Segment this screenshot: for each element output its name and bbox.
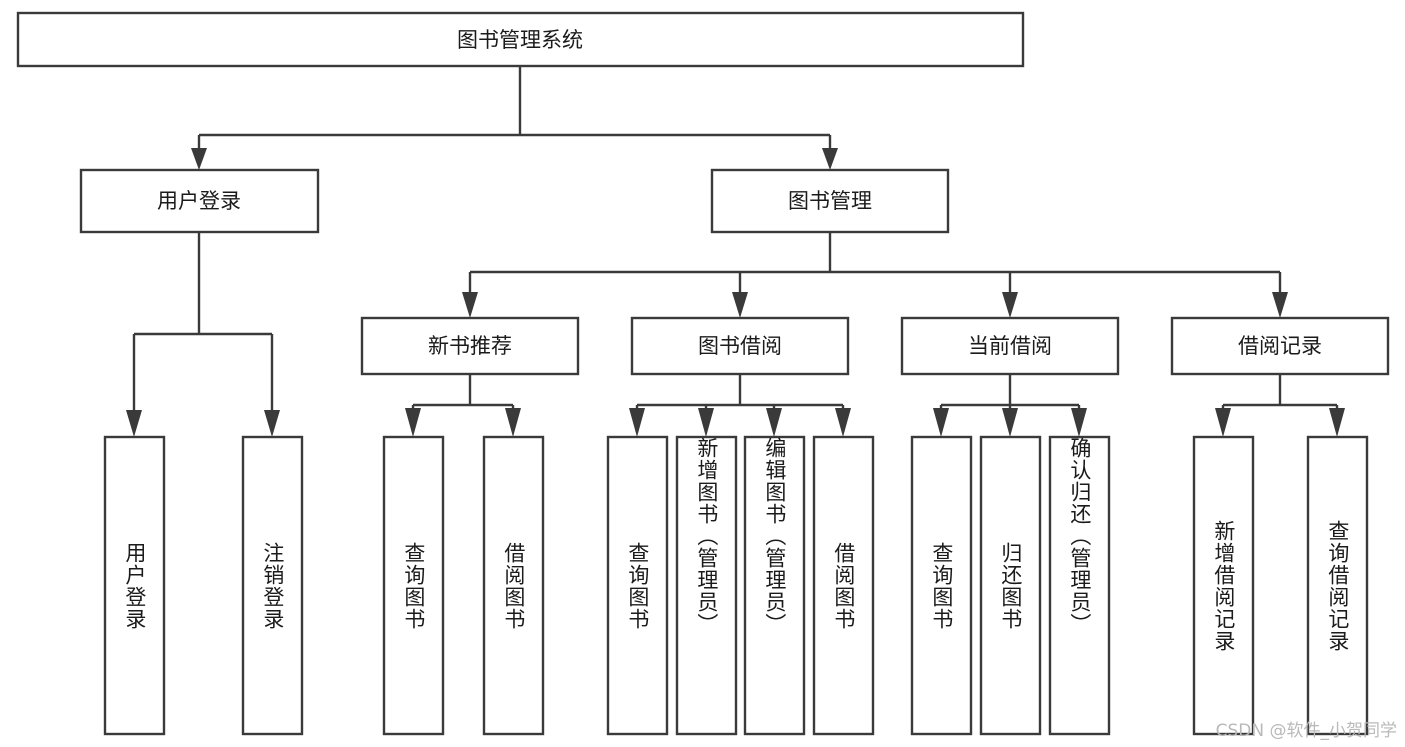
arrow-head-leaf-user-login [126,410,142,437]
arrow-head-nb-leaf-2 [505,408,521,437]
leaf-box-borrow-book-bb[interactable] [812,435,875,736]
node-book-management-box[interactable] [710,168,950,234]
leaf-box-query-book-bb[interactable] [606,435,669,736]
node-book-borrow-box[interactable] [630,316,850,376]
leaf-box-user-login[interactable] [103,435,166,736]
arrow-head-bb-leaf-1 [629,408,645,437]
node-book-borrow-label: 图书借阅 [698,334,782,358]
leaf-box-logout[interactable] [241,435,304,736]
node-root-label: 图书管理系统 [457,28,583,52]
leaf-box-borrow-book-nb[interactable] [482,435,545,736]
node-user-login-box[interactable] [79,168,320,234]
leaf-box-query-record[interactable] [1306,435,1369,736]
leaf-box-add-record[interactable] [1192,435,1255,736]
arrow-head-current-borrow [1002,292,1018,318]
node-borrow-records-box[interactable] [1170,316,1390,376]
arrow-head-book-borrow [732,292,748,318]
node-current-borrow-box[interactable] [900,316,1120,376]
arrow-head-book-mgmt [822,148,838,170]
leaf-box-query-book-nb[interactable] [382,435,445,736]
arrow-head-borrow-records [1272,292,1288,318]
arrow-head-user-login [191,148,207,170]
node-user-login-label: 用户登录 [157,189,241,213]
node-new-book-recommend-box[interactable] [360,316,580,376]
arrow-head-nb-leaf-1 [405,408,421,437]
arrow-head-br-leaf-2 [1329,408,1345,437]
arrow-head-cb-leaf-1 [933,408,949,437]
arrow-head-br-leaf-1 [1215,408,1231,437]
leaf-box-edit-book[interactable] [743,435,806,736]
node-book-management-label: 图书管理 [788,189,872,213]
arrow-head-bb-leaf-4 [835,408,851,437]
node-new-book-recommend-label: 新书推荐 [428,334,512,358]
node-current-borrow-label: 当前借阅 [968,334,1052,358]
arrow-head-new-book [462,292,478,318]
node-borrow-records-label: 借阅记录 [1238,334,1322,358]
arrow-head-bb-leaf-3 [766,408,782,437]
node-root-box[interactable] [16,11,1025,68]
leaf-box-confirm-return[interactable] [1048,435,1111,736]
arrow-head-leaf-logout [264,410,280,437]
leaf-box-add-book[interactable] [675,435,738,736]
arrow-head-cb-leaf-3 [1071,408,1087,437]
arrow-head-bb-leaf-2 [698,408,714,437]
leaf-box-return-book[interactable] [979,435,1042,736]
arrow-head-cb-leaf-2 [1002,408,1018,437]
leaf-box-query-book-cb[interactable] [910,435,973,736]
